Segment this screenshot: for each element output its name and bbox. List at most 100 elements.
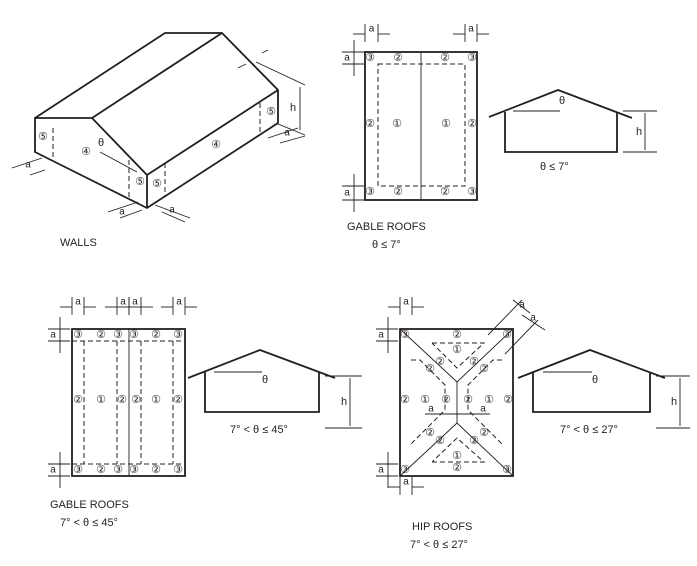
zone-2-label: ② [400, 394, 410, 406]
zone-2-label: ② [425, 427, 435, 439]
zone-3-label: ③ [129, 329, 139, 341]
theta-label: θ [262, 374, 268, 386]
zone-3-label: ③ [467, 186, 477, 198]
zone-2-label: ② [469, 356, 479, 368]
gable-steep-range: 7° < θ ≤ 45° [60, 517, 118, 529]
zone-2-label: ② [393, 52, 403, 64]
zone-2-label: ② [96, 329, 106, 341]
zone-2-label: ② [467, 118, 477, 130]
zone-1-label: ① [441, 118, 451, 130]
zone-2-label: ② [503, 394, 513, 406]
dimension-a-label: a [378, 465, 384, 476]
zone-1-label: ① [96, 394, 106, 406]
height-label: h [636, 126, 642, 138]
zone-3-label: ③ [73, 329, 83, 341]
zone-3-label: ③ [173, 329, 183, 341]
walls-isometric [11, 32, 306, 223]
dimension-a-label: a [50, 465, 56, 476]
zone-2-label: ② [440, 186, 450, 198]
zone-2-label: ② [151, 329, 161, 341]
zone-3-label: ③ [173, 464, 183, 476]
dimension-a-label: a [403, 297, 409, 308]
hip-range: 7° < θ ≤ 27° [410, 539, 468, 551]
zone-5-label: ⑤ [266, 106, 276, 118]
zone-1-label: ① [452, 450, 462, 462]
zone-3-label: ③ [365, 52, 375, 64]
height-label: h [341, 396, 347, 408]
zone-2-label: ② [131, 394, 141, 406]
gable-steep-caption: GABLE ROOFS [50, 499, 129, 511]
dimension-a-label: a [344, 188, 350, 199]
zone-3-label: ③ [365, 186, 375, 198]
gable-roof-steep-plan [71, 328, 186, 477]
dimension-a-label: a [176, 297, 182, 308]
zone-1-label: ① [151, 394, 161, 406]
zone-1-label: ① [452, 344, 462, 356]
dimension-a-label: a [169, 205, 175, 216]
zone-2-label: ② [440, 52, 450, 64]
zone-2-label: ② [435, 356, 445, 368]
walls-caption: WALLS [60, 237, 97, 249]
zone-2-label: ② [117, 394, 127, 406]
dimension-a-label: a [119, 207, 125, 218]
height-label: h [671, 396, 677, 408]
gable-roof-steep-section [187, 349, 362, 429]
dimension-a-label: a [120, 297, 126, 308]
dimension-a-label: a [403, 477, 409, 488]
zone-1-label: ① [420, 394, 430, 406]
zone-2-label: ② [96, 464, 106, 476]
hip-caption: HIP ROOFS [412, 521, 472, 533]
hip-roof-plan [399, 299, 546, 477]
zone-5-label: ⑤ [38, 131, 48, 143]
zone-3-label: ③ [113, 464, 123, 476]
zone-4-label: ④ [211, 139, 221, 151]
gable-roof-low-plan [364, 51, 478, 201]
hip-section-range: 7° < θ ≤ 27° [560, 424, 618, 436]
dimension-a-label: a [75, 297, 81, 308]
gable-low-section-range: θ ≤ 7° [540, 161, 569, 173]
zone-2-label: ② [479, 363, 489, 375]
height-label: h [290, 102, 296, 114]
zone-3-label: ③ [467, 52, 477, 64]
dimension-a-label: a [468, 24, 474, 35]
theta-label: θ [559, 95, 565, 107]
gable-low-caption: GABLE ROOFS [347, 221, 426, 233]
zone-2-label: ② [452, 329, 462, 341]
zone-2-label: ② [479, 427, 489, 439]
zone-2-label: ② [173, 394, 183, 406]
dimension-a-label: a [378, 330, 384, 341]
zone-3-label: ③ [400, 329, 410, 341]
dimension-a-label: a [284, 128, 290, 139]
zone-2-label: ② [151, 464, 161, 476]
zone-3-label: ③ [73, 464, 83, 476]
zone-4-label: ④ [81, 146, 91, 158]
zone-2-label: ② [463, 394, 473, 406]
zone-5-label: ⑤ [135, 176, 145, 188]
dimension-a-label: a [428, 404, 434, 415]
zone-3-label: ③ [129, 464, 139, 476]
gable-low-range: θ ≤ 7° [372, 239, 401, 251]
zone-2-label: ② [425, 363, 435, 375]
dimension-a-label: a [530, 313, 536, 324]
dimension-a-label: a [369, 24, 375, 35]
zone-2-label: ② [452, 462, 462, 474]
gable-roof-low-section [488, 89, 657, 153]
dimension-a-label: a [25, 160, 31, 171]
zone-5-label: ⑤ [152, 178, 162, 190]
dimension-marks [48, 24, 489, 495]
dimension-a-label: a [132, 297, 138, 308]
zone-1-label: ① [484, 394, 494, 406]
zone-3-label: ③ [502, 464, 512, 476]
zone-2-label: ② [435, 435, 445, 447]
zone-2-label: ② [73, 394, 83, 406]
dimension-a-label: a [519, 300, 525, 311]
zone-2-label: ② [441, 394, 451, 406]
dimension-a-label: a [50, 330, 56, 341]
zone-3-label: ③ [400, 464, 410, 476]
zone-2-label: ② [393, 186, 403, 198]
zone-2-label: ② [469, 435, 479, 447]
gable-steep-section-range: 7° < θ ≤ 45° [230, 424, 288, 436]
theta-label: θ [98, 137, 104, 149]
